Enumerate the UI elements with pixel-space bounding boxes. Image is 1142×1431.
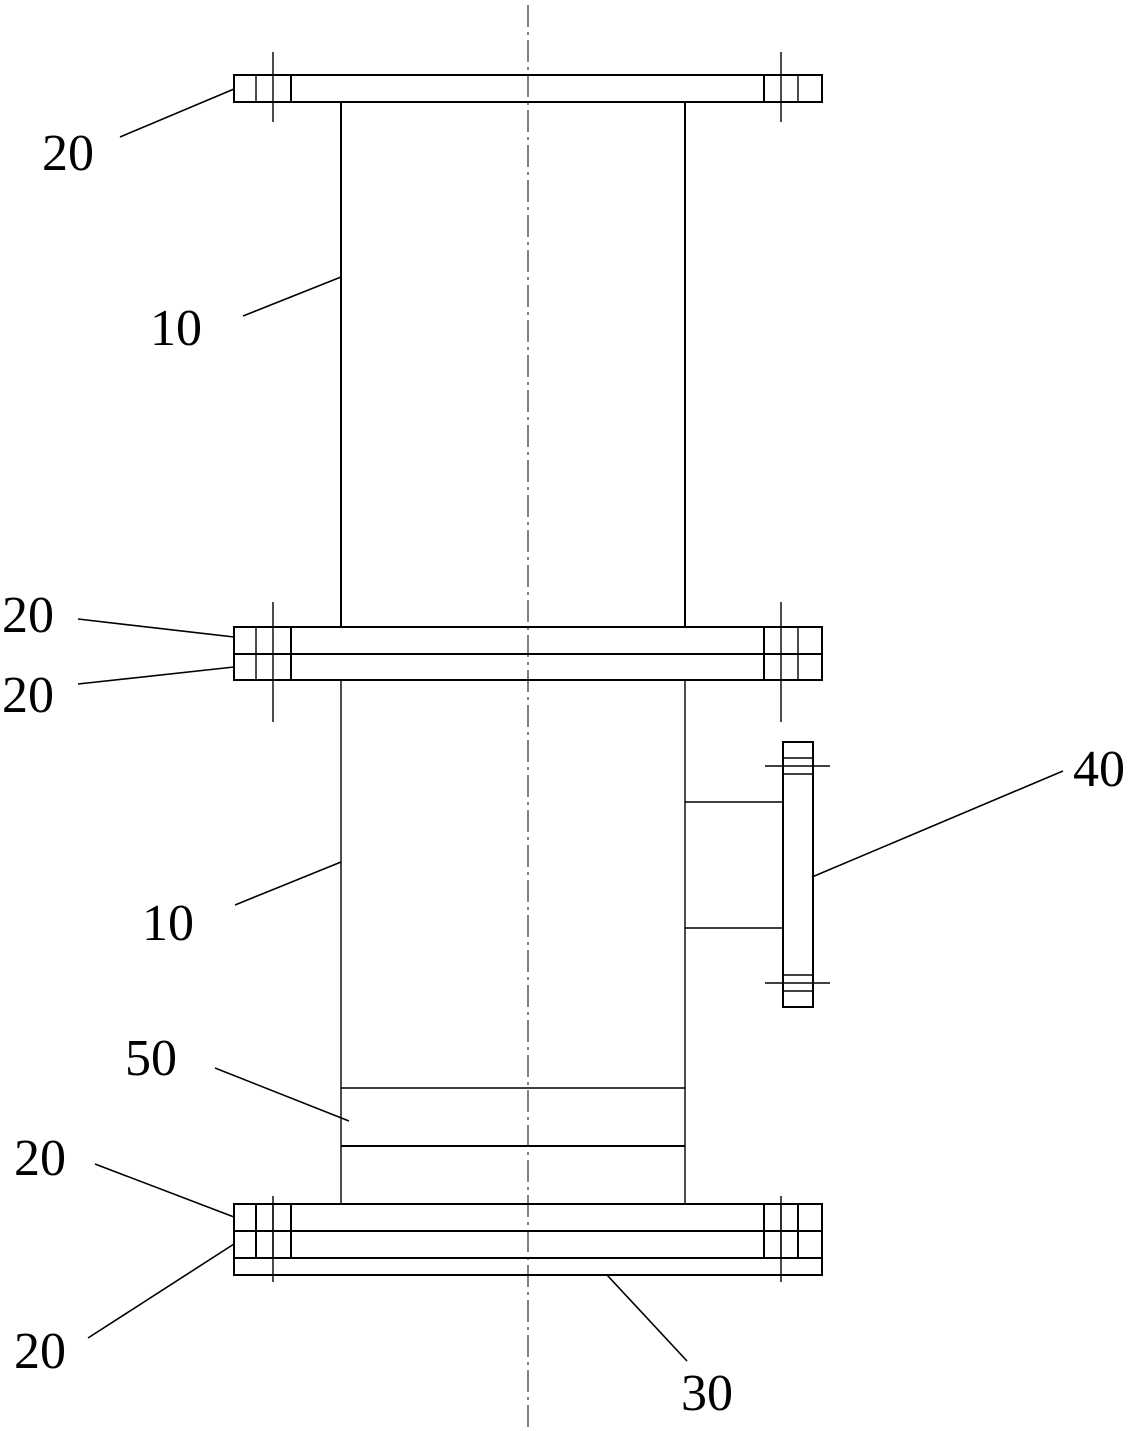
label-inner-ring: 50	[125, 1030, 177, 1087]
leader-lines	[77, 88, 1064, 1362]
upper-pipe	[340, 102, 686, 627]
inner-ring	[341, 1087, 685, 1147]
label-top-flange: 20	[42, 125, 94, 182]
label-side-flange: 40	[1073, 741, 1125, 798]
lower-pipe	[340, 680, 686, 1204]
label-mid-flange-lower: 20	[2, 667, 54, 724]
label-mid-flange-upper: 20	[2, 587, 54, 644]
bolt-centerlines	[272, 52, 782, 1282]
top-flange	[233, 74, 823, 103]
bottom-plate	[233, 1257, 823, 1276]
label-bottom-flange-upper: 20	[14, 1130, 66, 1187]
label-lower-pipe: 10	[142, 895, 194, 952]
side-branch	[685, 741, 830, 1008]
middle-flange-pair	[233, 626, 823, 681]
label-bottom-flange-lower: 20	[14, 1323, 66, 1380]
label-bottom-plate: 30	[681, 1365, 733, 1422]
label-upper-pipe: 10	[150, 300, 202, 357]
